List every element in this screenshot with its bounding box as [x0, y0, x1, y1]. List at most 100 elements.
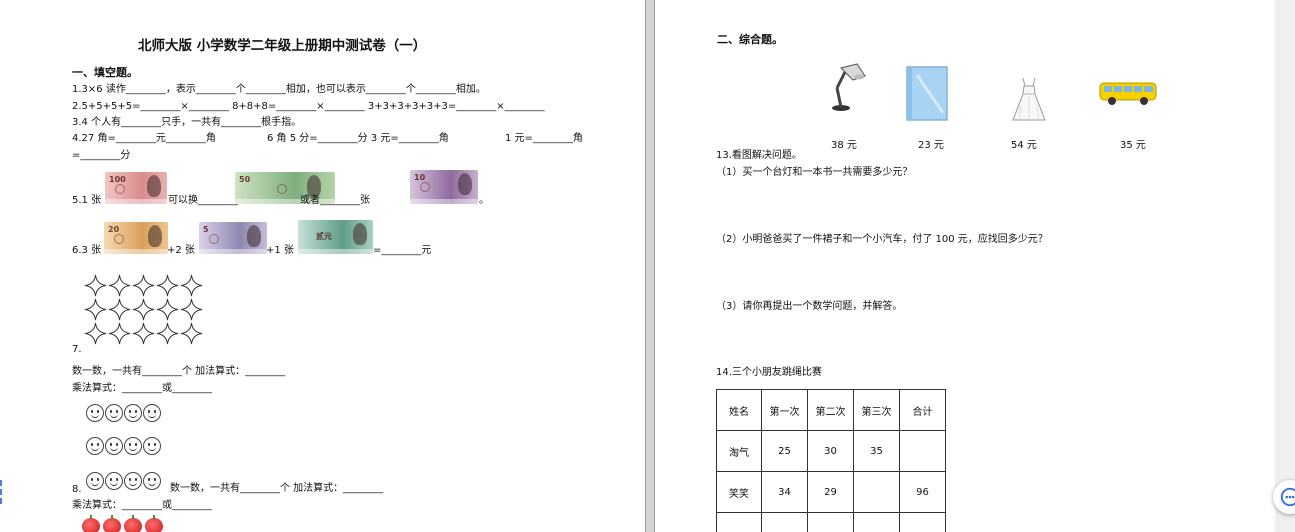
smiley-face-icon	[124, 472, 142, 490]
question-13-part-3: （3）请你再提出一个数学问题，并解答。	[716, 301, 903, 312]
table-cell: 29	[807, 471, 854, 513]
smiley-face-icon	[105, 404, 123, 422]
left-edge-marker	[0, 480, 4, 504]
banknote-value: 10	[414, 173, 426, 182]
star-row	[84, 322, 204, 346]
left-page: 北师大版 小学数学二年级上册期中测试卷（一） 一、填空题。 1.3×6 读作__…	[0, 0, 646, 532]
toy-bus-icon	[1099, 82, 1157, 105]
table-cell	[899, 512, 946, 532]
smiley-face-icon	[86, 404, 104, 422]
smiley-face-icon	[143, 472, 161, 490]
four-point-star-icon	[84, 322, 107, 345]
four-point-star-icon	[180, 274, 203, 297]
four-point-star-icon	[156, 274, 179, 297]
banknote-50-image: 50	[235, 172, 335, 204]
table-cell	[807, 512, 854, 532]
smiley-face-icon	[143, 404, 161, 422]
smiley-face-icon	[143, 437, 161, 455]
table-cell	[761, 512, 808, 532]
table-cell: 34	[761, 471, 808, 513]
price-lamp: 38 元	[831, 140, 857, 151]
four-point-star-icon	[108, 298, 131, 321]
question-7-label: 7.	[72, 344, 82, 355]
table-header-row: 姓名 第一次 第二次 第三次 合计	[716, 389, 946, 431]
banknote-10-image: 10	[410, 170, 478, 204]
question-4-part-a: 4.27 角=________元________角	[72, 133, 216, 144]
banknote-value: 50	[239, 175, 251, 184]
vertical-scroll-area[interactable]	[1275, 0, 1295, 532]
table-header-cell: 第二次	[807, 389, 854, 431]
question-5-end: 。	[479, 195, 489, 206]
smiley-face-icon	[105, 437, 123, 455]
question-5-exchange-text: 可以换________张	[168, 195, 248, 206]
section-heading-fill-blank: 一、填空题。	[72, 66, 138, 79]
table-cell	[716, 512, 762, 532]
banknote-2-image: 贰元	[298, 220, 373, 254]
question-1: 1.3×6 读作________，表示________个________相加，也…	[72, 84, 486, 95]
banknote-5-image: 5	[199, 222, 267, 254]
four-point-star-icon	[180, 298, 203, 321]
exam-title: 北师大版 小学数学二年级上册期中测试卷（一）	[138, 38, 427, 54]
question-2: 2.5+5+5+5=________×________ 8+8+8=______…	[72, 101, 545, 112]
four-point-star-icon	[132, 298, 155, 321]
smiley-face-icon	[105, 472, 123, 490]
table-cell: 25	[761, 430, 808, 472]
table-cell: 35	[853, 430, 900, 472]
star-group-image	[84, 274, 204, 346]
four-point-star-icon	[180, 322, 203, 345]
question-8-line-1: 数一数，一共有________个 加法算式：________	[170, 483, 384, 494]
banknote-value: 20	[108, 225, 120, 234]
table-cell	[853, 471, 900, 513]
question-6-plus-two: +2 张	[167, 245, 195, 256]
price-dress: 54 元	[1011, 140, 1037, 151]
smiley-row-1	[86, 404, 162, 422]
four-point-star-icon	[84, 274, 107, 297]
table-row	[716, 512, 946, 532]
dress-icon	[1012, 77, 1046, 121]
section-heading-comprehensive: 二、综合题。	[717, 33, 783, 46]
four-point-star-icon	[108, 274, 131, 297]
table-header-cell: 姓名	[716, 389, 762, 431]
chat-assistant-button[interactable]	[1273, 480, 1295, 514]
jump-rope-table: 姓名 第一次 第二次 第三次 合计 淘气 25 30 35 笑笑 34 29 9…	[716, 389, 946, 532]
smiley-row-2	[86, 437, 162, 455]
question-5-prefix: 5.1 张	[72, 195, 102, 206]
banknote-value: 贰元	[316, 232, 332, 241]
chat-bubble-icon	[1280, 487, 1295, 507]
four-point-star-icon	[132, 274, 155, 297]
question-5-or-text: 或者________张	[300, 195, 370, 206]
table-cell: 96	[899, 471, 946, 513]
desk-lamp-icon	[832, 63, 866, 111]
question-7-line-1: 数一数，一共有________个 加法算式：________	[72, 366, 286, 377]
smiley-face-icon	[124, 437, 142, 455]
smiley-face-icon	[124, 404, 142, 422]
four-point-star-icon	[156, 298, 179, 321]
question-6-end: =________元	[373, 245, 432, 256]
question-13: 13.看图解决问题。	[716, 150, 802, 161]
question-14: 14.三个小朋友跳绳比赛	[716, 367, 822, 378]
four-point-star-icon	[108, 322, 131, 345]
table-cell: 30	[807, 430, 854, 472]
question-4-part-b: 6 角 5 分=________分 3 元=________角	[267, 133, 449, 144]
apple-icon	[82, 515, 100, 532]
book-icon	[906, 66, 948, 121]
table-row: 笑笑 34 29 96	[716, 471, 946, 513]
star-row	[84, 298, 204, 322]
question-13-part-2: （2）小明爸爸买了一件裙子和一个小汽车，付了 100 元，应找回多少元？	[716, 234, 1048, 245]
question-8-line-2: 乘法算式：________或________	[72, 500, 212, 511]
question-8-label: 8.	[72, 484, 82, 495]
apple-icon	[124, 515, 142, 532]
smiley-row-3	[86, 472, 162, 490]
banknote-100-image: 100	[105, 172, 167, 204]
four-point-star-icon	[156, 322, 179, 345]
table-header-cell: 合计	[899, 389, 946, 431]
table-cell	[853, 512, 900, 532]
apple-icon	[103, 515, 121, 532]
banknote-value: 100	[109, 175, 126, 184]
banknote-20-image: 20	[104, 222, 168, 254]
table-cell	[899, 430, 946, 472]
smiley-face-icon	[86, 472, 104, 490]
question-4-part-c: 1 元=________角	[505, 133, 583, 144]
question-6-plus-one: +1 张	[266, 245, 294, 256]
four-point-star-icon	[84, 298, 107, 321]
